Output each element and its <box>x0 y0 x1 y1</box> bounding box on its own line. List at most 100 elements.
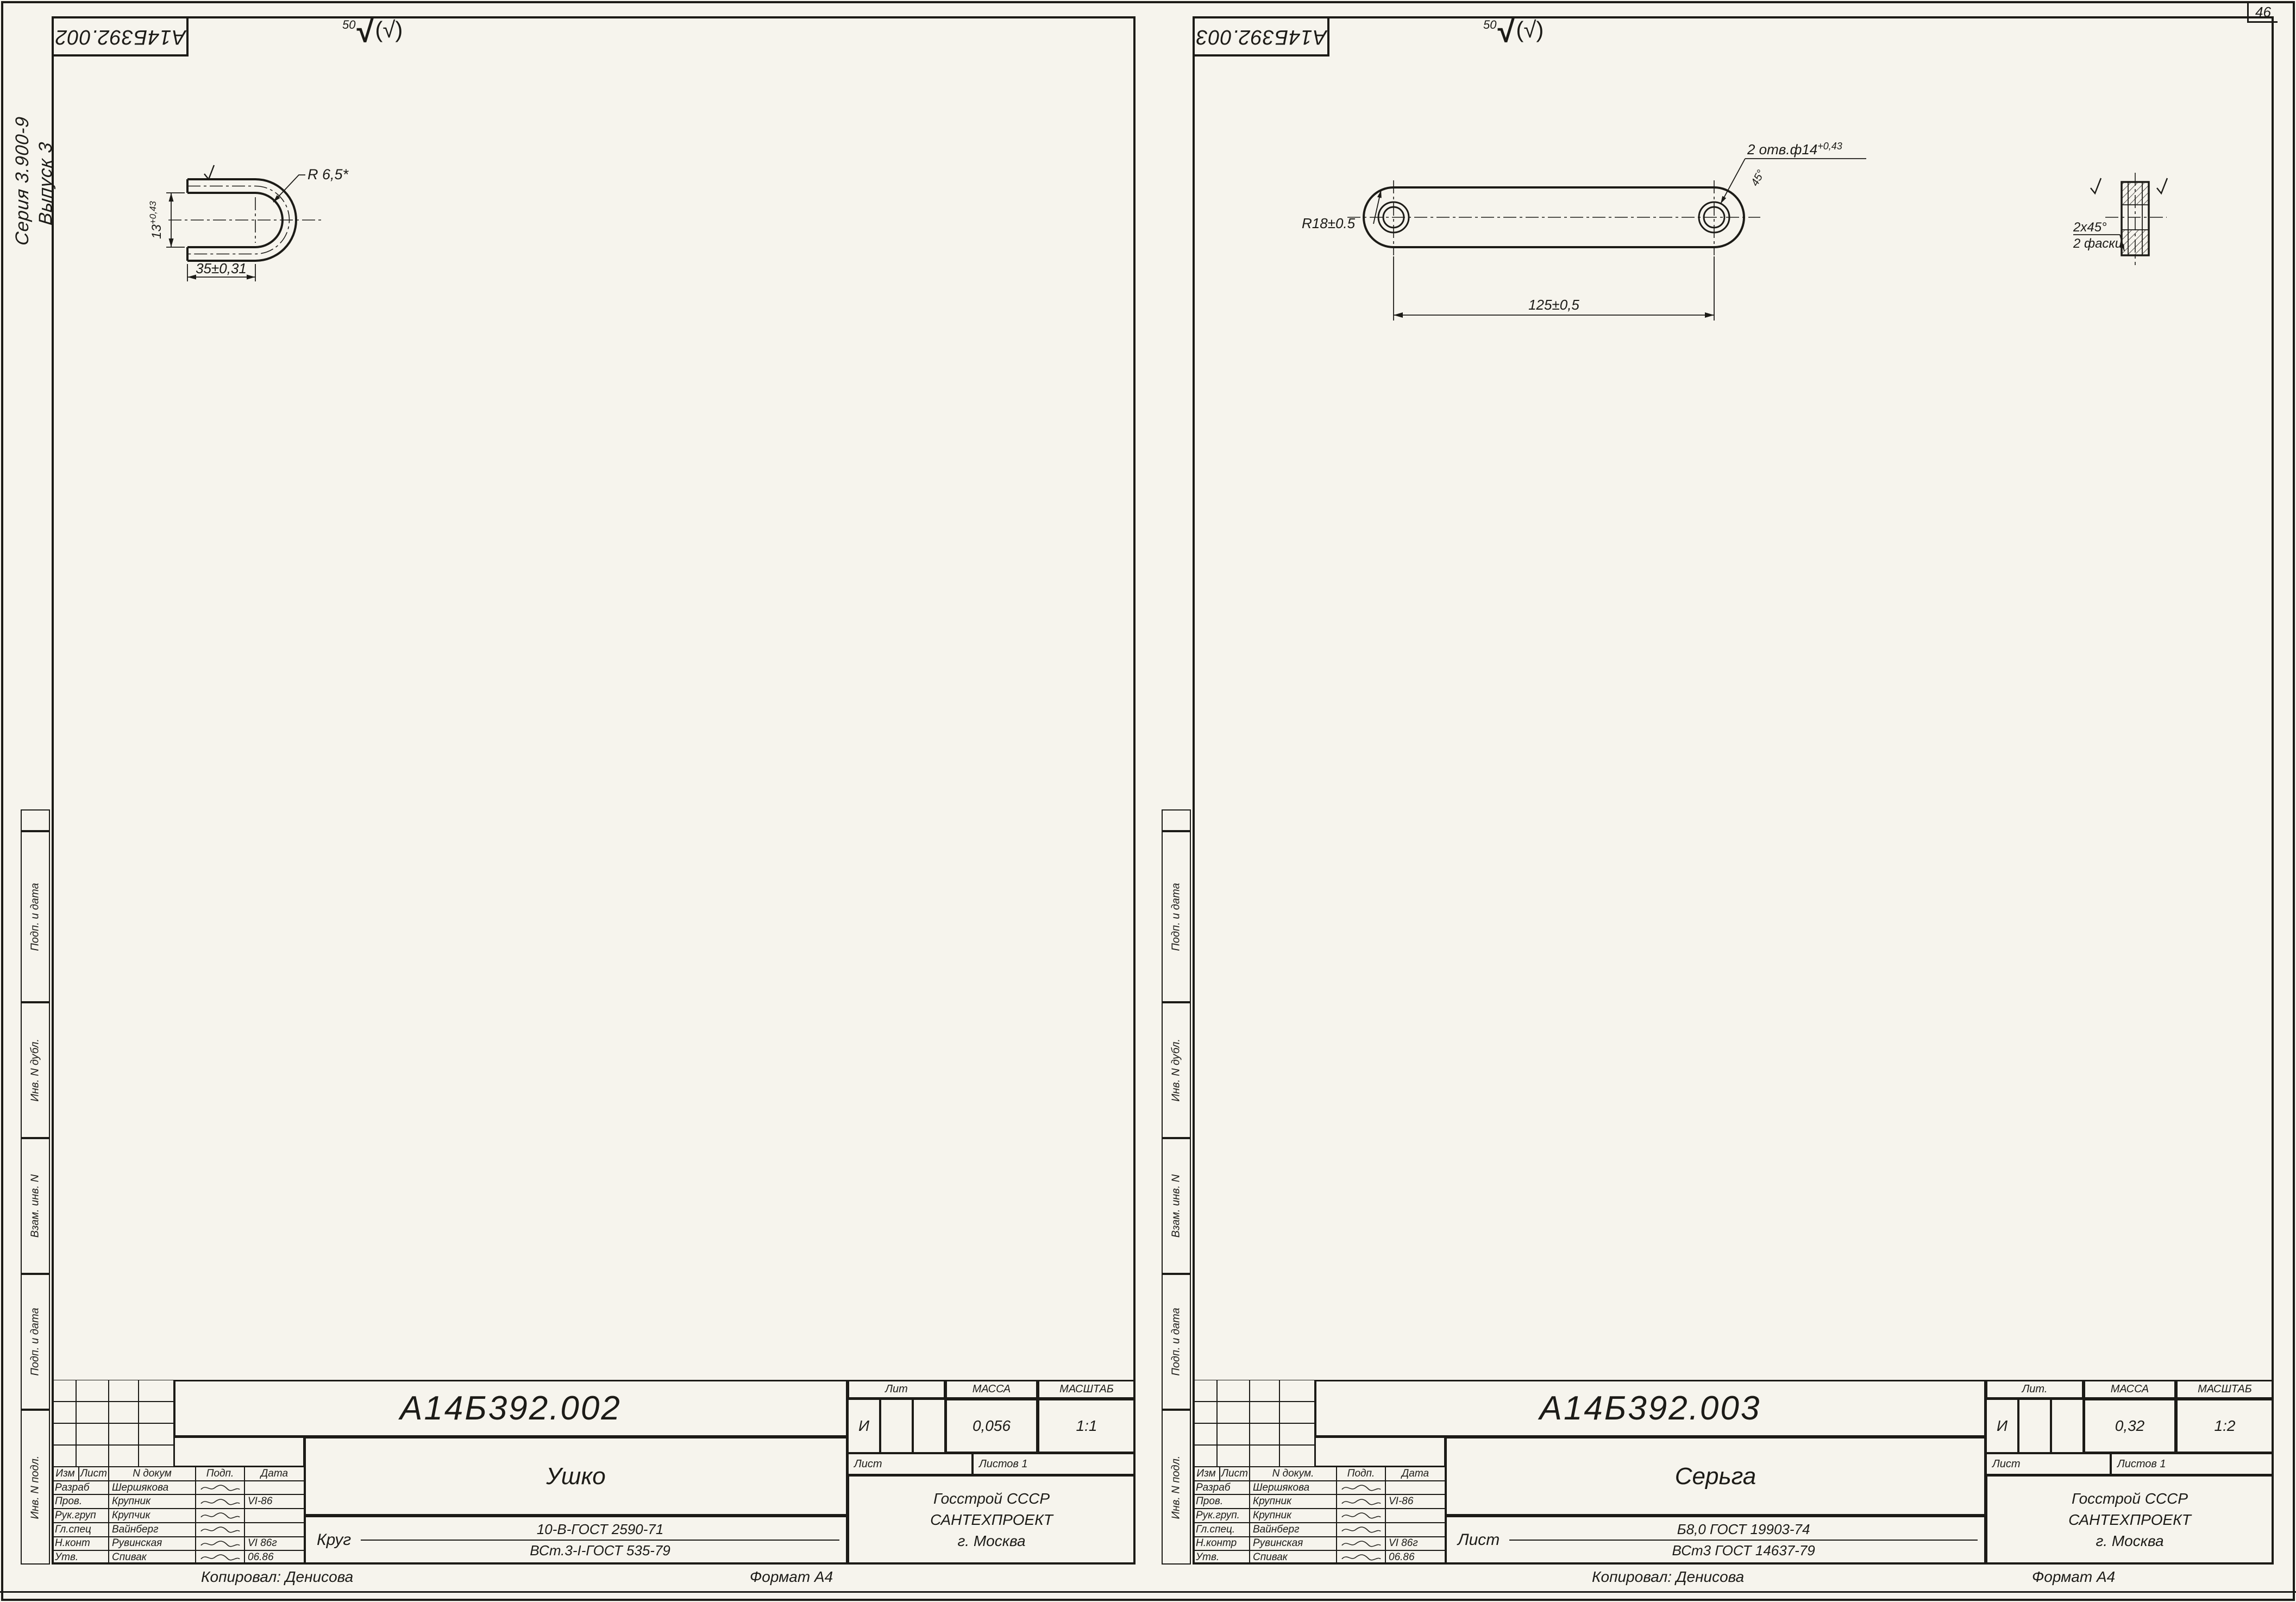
sheet-label: Лист <box>1986 1453 2111 1475</box>
props-block: Лит. МАССА МАСШТАБ И 0,32 1:2 Лист Листо… <box>1986 1380 2274 1565</box>
litera-value: И <box>1986 1399 2018 1453</box>
grid-cell <box>139 1423 174 1445</box>
stamp-label: Взам. инв. N <box>29 1174 41 1238</box>
material-spec: 10-В-ГОСТ 2590-71 ВСт.3-I-ГОСТ 535-79 <box>361 1521 839 1559</box>
part-outline <box>1363 186 1745 248</box>
grid-cell <box>76 1380 109 1402</box>
mass-header: МАССА <box>945 1380 1038 1399</box>
th-date: Дата <box>1385 1467 1445 1481</box>
stamp-label: Подп. и дата <box>29 1308 41 1376</box>
material-box: Круг 10-В-ГОСТ 2590-71 ВСт.3-I-ГОСТ 535-… <box>304 1516 848 1565</box>
grid-cell <box>1217 1423 1250 1445</box>
change-grid <box>1193 1380 1315 1467</box>
org-line3: г. Москва <box>957 1532 1026 1550</box>
litera-header: Лит <box>848 1380 945 1399</box>
dimension-arrows <box>1377 190 2124 318</box>
stamp-inv-podl: Инв. N подл. <box>1162 1410 1191 1565</box>
dimension-lines <box>166 174 305 281</box>
name-cell: Рувинская <box>1250 1536 1337 1551</box>
th-izm: Изм <box>1193 1467 1220 1481</box>
designation-box: А14Б392.003 <box>1315 1380 1986 1437</box>
dim-length: 125±0,5 <box>1528 297 1579 313</box>
dimension-arrows <box>168 193 280 280</box>
role-cell: Пров. <box>1193 1494 1250 1509</box>
dim-chamfer: 2x45° <box>2073 220 2107 235</box>
signature <box>196 1550 244 1565</box>
holes <box>1377 201 1730 234</box>
grid-cell <box>139 1380 174 1402</box>
series-note-line1: Серия 3.900-9 <box>12 115 33 247</box>
stamp-podp-data-1: Подп. и дата <box>1162 831 1191 1002</box>
part-name-box: Серьга <box>1445 1437 1986 1516</box>
grid-cell <box>1193 1445 1217 1467</box>
litera-cell <box>2018 1399 2051 1453</box>
signature <box>1337 1509 1385 1523</box>
date-cell: VI 86г <box>1385 1536 1445 1551</box>
sheet-right: А14Б392.003 50 √ (√) <box>1157 14 2280 1602</box>
grid-cell <box>76 1402 109 1423</box>
dim-chamfer-note: 2 фаски <box>2073 236 2122 251</box>
th-list: Лист <box>1220 1467 1250 1481</box>
name-cell: Крупник <box>1250 1509 1337 1523</box>
stamp-inv-dubl: Инв. N дубл. <box>21 1002 50 1138</box>
designation: А14Б392.002 <box>400 1390 622 1427</box>
sheet-label: Лист <box>848 1453 973 1475</box>
litera-cell <box>913 1399 945 1453</box>
org-line3: г. Москва <box>2096 1532 2164 1550</box>
litera-cell <box>2051 1399 2084 1453</box>
format-label: Формат А4 <box>2032 1568 2116 1585</box>
stamp-label: Инв. N дубл. <box>29 1039 41 1102</box>
designation-top: А14Б392.002 <box>54 25 186 48</box>
stamp-vzam-inv: Взам. инв. N <box>21 1138 50 1274</box>
date-cell <box>244 1509 304 1523</box>
scale-header: МАСШТАБ <box>1038 1380 1136 1399</box>
material-label: Круг <box>317 1531 352 1549</box>
props-block: Лит МАССА МАСШТАБ И 0,056 1:1 Лист Листо… <box>848 1380 1136 1565</box>
margin-stamps: Подп. и дата Инв. N дубл. Взам. инв. N П… <box>1162 809 1191 1565</box>
date-cell: VI-86 <box>1385 1494 1445 1509</box>
role-cell: Рук.груп. <box>1193 1509 1250 1523</box>
dim-radius: R 6,5* <box>308 166 349 183</box>
grid-cell <box>1250 1423 1279 1445</box>
th-doc: N докум. <box>1250 1467 1337 1481</box>
role-cell: Н.контр <box>1193 1536 1250 1551</box>
role-cell: Разраб <box>1193 1480 1250 1495</box>
stamp-label: Инв. N подл. <box>29 1455 41 1519</box>
stamp-podp-data-2: Подп. и дата <box>1162 1274 1191 1410</box>
role-cell: Гл.спец. <box>1193 1522 1250 1537</box>
name-cell: Крупник <box>1250 1494 1337 1509</box>
mass-value: 0,056 <box>945 1399 1038 1453</box>
stamp-label: Подп. и дата <box>1170 882 1182 951</box>
org-line2: САНТЕХПРОЕКТ <box>2068 1511 2191 1528</box>
sheets-label: Листов 1 <box>2111 1453 2274 1475</box>
check-icon: √ <box>1497 14 1515 49</box>
grid-cell <box>1250 1402 1279 1423</box>
litera-cell <box>880 1399 913 1453</box>
signature <box>196 1509 244 1523</box>
role-cell: Пров. <box>52 1494 109 1509</box>
grid-cell <box>1279 1445 1315 1467</box>
empty-cell <box>1162 809 1191 831</box>
roughness-value: 50 <box>1483 18 1497 32</box>
surface-mark-icon <box>204 165 215 181</box>
grid-cell <box>52 1402 76 1423</box>
designation-top: А14Б392.003 <box>1195 25 1327 48</box>
name-cell: Крупчик <box>109 1509 196 1523</box>
series-note: Серия 3.900-9 Выпуск 3 <box>11 66 56 298</box>
grid-cell <box>109 1402 139 1423</box>
name-cell: Шершякова <box>109 1480 196 1495</box>
org-line1: Госстрой СССР <box>933 1490 1050 1507</box>
org-line2: САНТЕХПРОЕКТ <box>930 1511 1053 1528</box>
stamp-label: Подп. и дата <box>29 882 41 951</box>
copied-by: Копировал: Денисова <box>201 1568 354 1585</box>
org-box: Госстрой СССР САНТЕХПРОЕКТ г. Москва <box>1986 1475 2274 1565</box>
stamp-label: Подп. и дата <box>1170 1308 1182 1376</box>
grid-cell <box>109 1380 139 1402</box>
series-note-line2: Выпуск 3 <box>35 141 56 226</box>
surface-mark-icon <box>2090 178 2168 195</box>
personnel-table: Изм Лист N докум. Подп. Дата Разраб Шерш… <box>1193 1467 1445 1565</box>
litera-value: И <box>848 1399 880 1453</box>
date-cell: VI-86 <box>244 1494 304 1509</box>
signature <box>1337 1522 1385 1537</box>
